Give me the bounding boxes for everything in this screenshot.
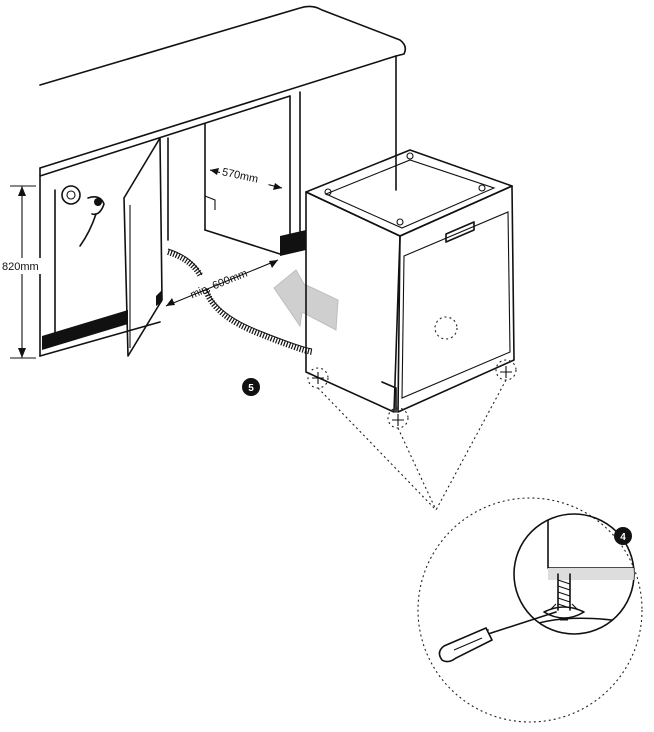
cabinet-floor-line [39,321,161,357]
dishwasher-plinth [381,381,397,413]
cavity-floor-back [204,229,281,255]
power-socket [61,185,105,247]
open-cabinet-door [123,137,163,357]
countertop-underside [39,95,291,177]
dishwasher-handle [445,221,475,243]
dishwasher [305,149,515,413]
dishwasher-top-inner [324,159,496,229]
drain-hose [167,248,313,355]
tap-valve [94,198,102,206]
adjustable-screw [543,573,585,621]
dimension-depth: 570mm [209,162,283,190]
power-cable [79,213,97,247]
dishwasher-door [401,211,511,399]
step-badge-5: 5 [242,378,260,396]
zoom-outline [417,497,643,723]
dishwasher-front [397,185,515,413]
door-indicator-circle [434,316,458,340]
height-label: 820mm [2,261,39,273]
kitchen-cabinet [39,5,407,357]
dimension-height: 820mm [0,185,48,359]
plinth-strip-right [280,230,306,256]
detail-zoom: 4 [417,497,643,723]
plinth-strip-left [42,310,128,350]
step-badge-5-label: 5 [248,383,254,394]
cavity-detail [204,195,216,210]
countertop-top [39,5,407,86]
depth-label: 570mm [221,166,259,185]
countertop-front-edge [39,55,397,169]
step-badge-4-label: 4 [620,532,626,543]
adjustable-feet [307,359,517,511]
screwdriver [438,611,557,663]
step-badge-4: 4 [614,527,632,545]
dishwasher-side [305,191,401,413]
